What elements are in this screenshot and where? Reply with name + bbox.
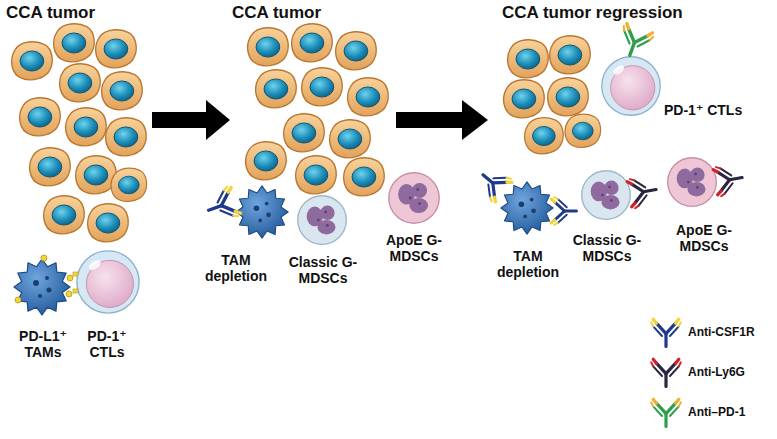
cell-label: PD-L1⁺ TAMs (8, 328, 78, 360)
apoe-g-mdsc-targeted (668, 158, 745, 207)
tumor-cells (246, 24, 389, 196)
pd-1-ctl (73, 251, 139, 313)
cell-label: ApoE G-MDSCs (376, 232, 452, 264)
classic-g-mdsc-targeted (582, 171, 659, 220)
panel-title: CCA tumor (232, 3, 321, 23)
panel-title: CCA tumor regression (502, 3, 683, 23)
cell-label: TAM depletion (490, 248, 566, 280)
cell-label: PD-1⁺ CTLs (74, 328, 140, 360)
classic-g-mdsc (298, 196, 347, 245)
cell-label: Classic G-MDSCs (568, 232, 646, 264)
tam-depleted (473, 163, 576, 234)
legend-text: Anti-Ly6G (688, 365, 745, 379)
pd-l1-tam (14, 255, 73, 315)
panel-title: CCA tumor (6, 3, 95, 23)
tumor-cells (504, 36, 601, 154)
tumor-cells (12, 24, 147, 242)
pd-1-ctl-with-antibody (602, 23, 660, 115)
legend-antibody-icons (651, 319, 681, 426)
cell-label: Classic G-MDSCs (284, 254, 362, 286)
legend-text: Anti–PD-1 (688, 405, 745, 419)
cell-label: TAM depletion (198, 252, 274, 284)
cell-label: PD-1⁺ CTLs (664, 102, 742, 118)
tam-depleted (203, 186, 288, 239)
cell-label: ApoE G-MDSCs (664, 222, 744, 254)
legend-text: Anti-CSF1R (688, 325, 755, 339)
apoe-g-mdsc (389, 173, 439, 223)
